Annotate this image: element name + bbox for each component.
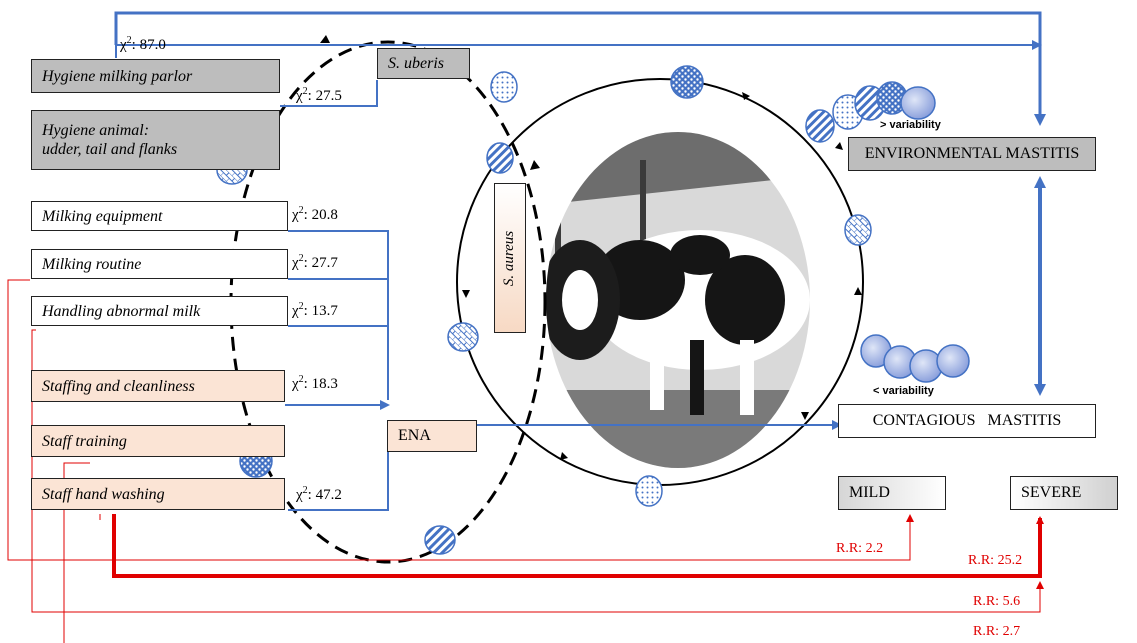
factor-label: udder, tail and flanks: [42, 141, 178, 158]
factor-milking-equipment: Milking equipment: [31, 201, 288, 231]
bacteria-dots-icon: [635, 475, 663, 507]
factor-label: Hygiene animal:: [42, 122, 150, 139]
pathogen-s-uberis: S. uberis: [377, 48, 470, 79]
chi-parlor: χ2: 87.0: [120, 35, 166, 53]
chi-staffing: χ2: 18.3: [292, 374, 338, 392]
bacteria-stripes-icon: [486, 142, 514, 174]
ena-label: ENA: [398, 427, 431, 444]
rr-label: R.R: 5.6: [973, 594, 1021, 609]
environmental-bacteria-cluster: [805, 81, 936, 143]
factor-hygiene-parlor: Hygiene milking parlor: [31, 59, 280, 93]
factor-label: Staff training: [42, 432, 127, 450]
less-variability-label: < variability: [873, 385, 934, 397]
bacteria-dotted-icon: [670, 65, 704, 99]
rr-label: R.R: 25.2: [968, 553, 1023, 568]
factor-label: Milking routine: [42, 255, 142, 273]
chi-abnormal: χ2: 13.7: [292, 301, 338, 319]
environmental-mastitis-box: ENVIRONMENTAL MASTITIS: [848, 137, 1096, 171]
factor-label: Milking equipment: [42, 207, 163, 225]
more-variability-label: > variability: [880, 119, 941, 131]
factor-staff-training: Staff training: [31, 425, 285, 457]
severe-box: SEVERE: [1010, 476, 1118, 510]
bacteria-stripes-icon: [424, 525, 456, 555]
rr-label: R.R: 2.2: [836, 541, 884, 556]
factor-staff-hand-washing: Staff hand washing: [31, 478, 285, 510]
factor-label: Handling abnormal milk: [42, 302, 201, 320]
factor-milking-routine: Milking routine: [31, 249, 288, 279]
chi-hand-washing: χ2: 47.2: [296, 485, 342, 503]
ena-box: ENA: [387, 420, 477, 452]
contagious-bacteria-cluster: [860, 334, 970, 383]
bacteria-dots-icon: [490, 71, 518, 103]
factor-handling-abnormal-milk: Handling abnormal milk: [31, 296, 288, 326]
outcome-label: ENVIRONMENTAL MASTITIS: [864, 145, 1080, 162]
pathogen-label: S. uberis: [388, 55, 444, 72]
rr-label: R.R: 2.7: [973, 624, 1021, 639]
factor-label: Hygiene milking parlor: [42, 67, 193, 85]
factor-label: Staffing and cleanliness: [42, 377, 195, 395]
chi-equipment: χ2: 20.8: [292, 205, 338, 223]
cow-photo: [546, 132, 810, 468]
severity-label: SEVERE: [1021, 484, 1082, 501]
outcome-label: CONTAGIOUS MASTITIS: [872, 412, 1062, 429]
severity-label: MILD: [849, 484, 890, 501]
contagious-mastitis-box: CONTAGIOUS MASTITIS: [838, 404, 1096, 438]
factor-label: Staff hand washing: [42, 485, 165, 503]
factor-hygiene-animal: Hygiene animal: udder, tail and flanks: [31, 110, 280, 170]
pathogen-s-aureus: S. aureus: [494, 183, 526, 333]
chi-routine: χ2: 27.7: [292, 253, 338, 271]
factor-staffing-cleanliness: Staffing and cleanliness: [31, 370, 285, 402]
pathogen-label: S. aureus: [501, 230, 518, 286]
bacteria-brick-icon: [447, 322, 479, 352]
bacteria-brick-icon: [844, 214, 872, 246]
mild-box: MILD: [838, 476, 946, 510]
chi-animal: χ2: 27.5: [296, 86, 342, 104]
